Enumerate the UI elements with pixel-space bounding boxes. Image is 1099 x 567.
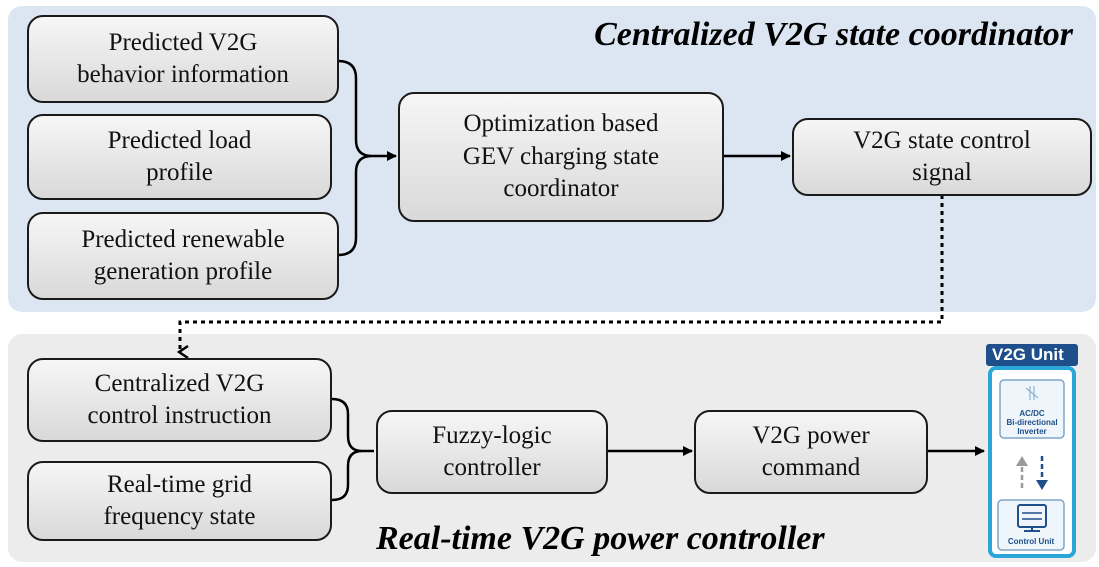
v2g-behavior-input-box: Predicted V2G behavior information xyxy=(27,15,339,103)
coordinator-label: Optimization based GEV charging state co… xyxy=(462,110,660,203)
top-input-brace xyxy=(337,59,373,257)
control-instruction-input-box: Centralized V2G control instruction xyxy=(27,358,332,442)
power-command-box: V2G power command xyxy=(694,410,928,494)
grid-frequency-input-box: Real-time grid frequency state xyxy=(27,461,332,541)
fuzzy-logic-controller-box: Fuzzy-logic controller xyxy=(376,410,608,494)
load-profile-input-box: Predicted load profile xyxy=(27,114,332,200)
state-control-signal-box: V2G state control signal xyxy=(792,118,1092,196)
inverter-label: AC/DC Bi-directional Inverter xyxy=(1006,409,1058,436)
control-unit-label: Control Unit xyxy=(1007,537,1055,546)
power-command-label: V2G power command xyxy=(752,421,870,482)
v2g-unit-device xyxy=(986,344,1078,558)
v2g-behavior-label: Predicted V2G behavior information xyxy=(77,28,289,89)
control-instruction-label: Centralized V2G control instruction xyxy=(87,369,272,430)
fuzzy-logic-controller-label: Fuzzy-logic controller xyxy=(432,421,552,482)
coordinator-title: Centralized V2G state coordinator xyxy=(594,16,1073,53)
bottom-input-brace xyxy=(331,397,363,502)
coordinator-box: Optimization based GEV charging state co… xyxy=(398,92,724,222)
renewable-profile-label: Predicted renewable generation profile xyxy=(81,225,285,286)
state-control-signal-label: V2G state control signal xyxy=(853,126,1031,187)
power-controller-title: Real-time V2G power controller xyxy=(376,520,825,557)
dotted-link-signal-to-instruction xyxy=(180,195,944,352)
v2g-unit-title: V2G Unit xyxy=(992,345,1064,364)
grid-frequency-label: Real-time grid frequency state xyxy=(103,470,256,531)
renewable-profile-input-box: Predicted renewable generation profile xyxy=(27,212,339,300)
load-profile-label: Predicted load profile xyxy=(107,126,252,187)
